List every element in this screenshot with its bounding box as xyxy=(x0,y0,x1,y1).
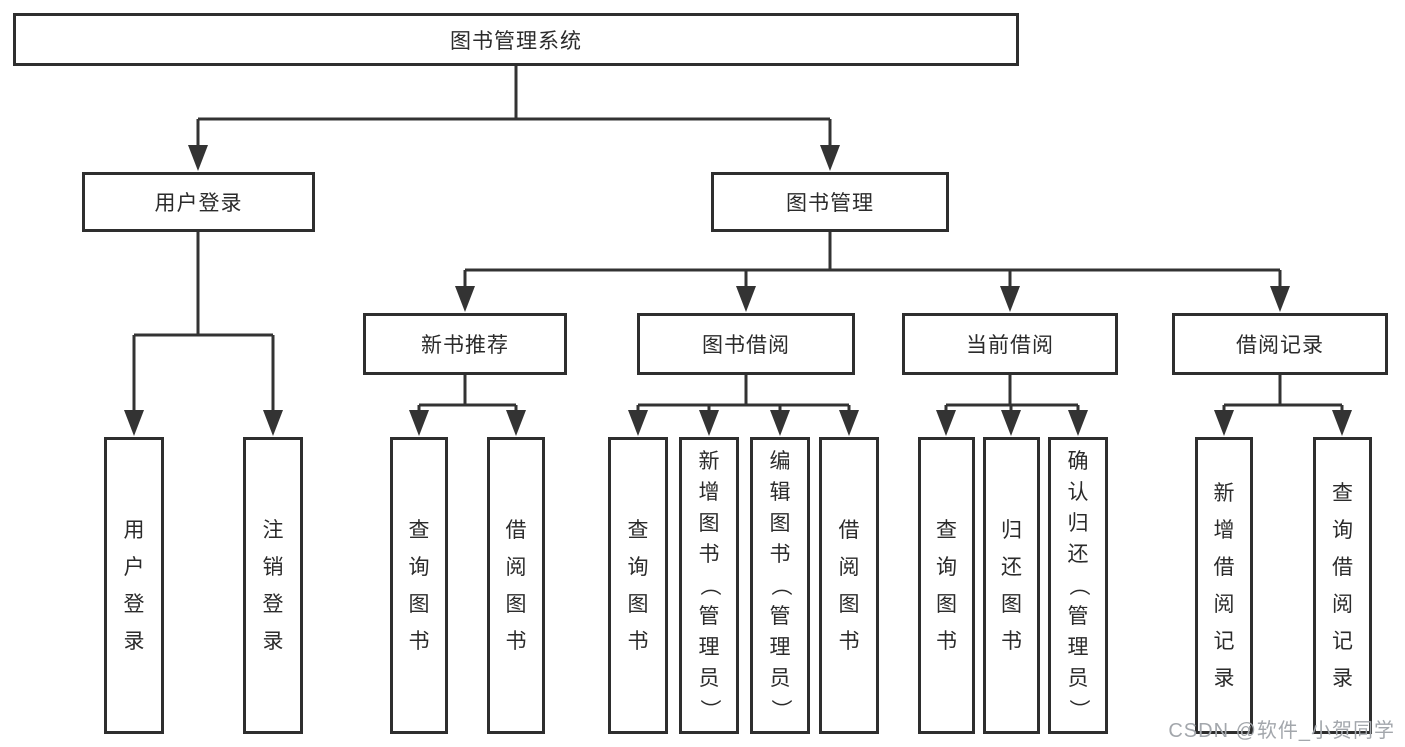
connector-borrowing-records-to-leaves xyxy=(1222,375,1344,415)
leaf-label: 查询图书 xyxy=(408,518,430,653)
leaf-edit-books-admin: 编辑图书（管理员） xyxy=(750,437,810,734)
connector-user-login-to-leaves xyxy=(132,232,275,415)
connector-book-borrowing-to-leaves xyxy=(636,375,851,415)
leaf-confirm-return-admin: 确认归还（管理员） xyxy=(1048,437,1108,734)
arrowheads xyxy=(124,145,1352,436)
node-label: 图书管理系统 xyxy=(450,29,582,53)
leaf-add-borrow-record: 新增借阅记录 xyxy=(1195,437,1253,734)
node-label: 借阅记录 xyxy=(1236,334,1324,357)
leaf-label: 注销登录 xyxy=(262,518,284,653)
node-label: 用户登录 xyxy=(154,192,243,215)
connector-root-to-level2 xyxy=(196,66,832,150)
leaf-label: 确认归还（管理员） xyxy=(1066,450,1090,720)
leaf-label: 查询图书 xyxy=(936,518,957,653)
leaf-label: 归还图书 xyxy=(1001,518,1022,653)
node-borrowing-records: 借阅记录 xyxy=(1172,313,1388,375)
leaf-borrow-books-borrowing: 借阅图书 xyxy=(819,437,879,734)
connector-new-book-recommend-to-leaves xyxy=(417,375,518,415)
node-book-management: 图书管理 xyxy=(711,172,949,232)
leaf-query-books-borrowing: 查询图书 xyxy=(608,437,668,734)
leaf-label: 新增图书（管理员） xyxy=(697,450,721,720)
leaf-label: 借阅图书 xyxy=(505,518,527,653)
leaf-label: 借阅图书 xyxy=(838,518,860,653)
leaf-label: 查询图书 xyxy=(627,518,649,653)
node-book-borrowing: 图书借阅 xyxy=(637,313,855,375)
node-current-borrowing: 当前借阅 xyxy=(902,313,1118,375)
connector-current-borrowing-to-leaves xyxy=(944,375,1080,415)
node-label: 当前借阅 xyxy=(966,334,1054,357)
node-library-management-system: 图书管理系统 xyxy=(13,13,1019,66)
node-label: 图书借阅 xyxy=(702,334,790,357)
node-label: 新书推荐 xyxy=(421,334,509,357)
node-user-login: 用户登录 xyxy=(82,172,315,232)
node-new-book-recommend: 新书推荐 xyxy=(363,313,567,375)
leaf-label: 编辑图书（管理员） xyxy=(768,450,792,720)
leaf-label: 用户登录 xyxy=(123,518,145,653)
connector-book-management-to-level3 xyxy=(463,232,1282,292)
leaf-return-books: 归还图书 xyxy=(983,437,1040,734)
node-label: 图书管理 xyxy=(786,192,874,215)
leaf-borrow-books-recommend: 借阅图书 xyxy=(487,437,545,734)
leaf-query-borrow-record: 查询借阅记录 xyxy=(1313,437,1372,734)
leaf-query-books-current: 查询图书 xyxy=(918,437,975,734)
leaf-add-books-admin: 新增图书（管理员） xyxy=(679,437,739,734)
leaf-logout: 注销登录 xyxy=(243,437,303,734)
leaf-label: 新增借阅记录 xyxy=(1213,481,1235,690)
leaf-query-books-recommend: 查询图书 xyxy=(390,437,448,734)
csdn-watermark: CSDN @软件_小贺同学 xyxy=(1168,720,1395,742)
leaf-label: 查询借阅记录 xyxy=(1332,481,1353,690)
leaf-user-login: 用户登录 xyxy=(104,437,164,734)
